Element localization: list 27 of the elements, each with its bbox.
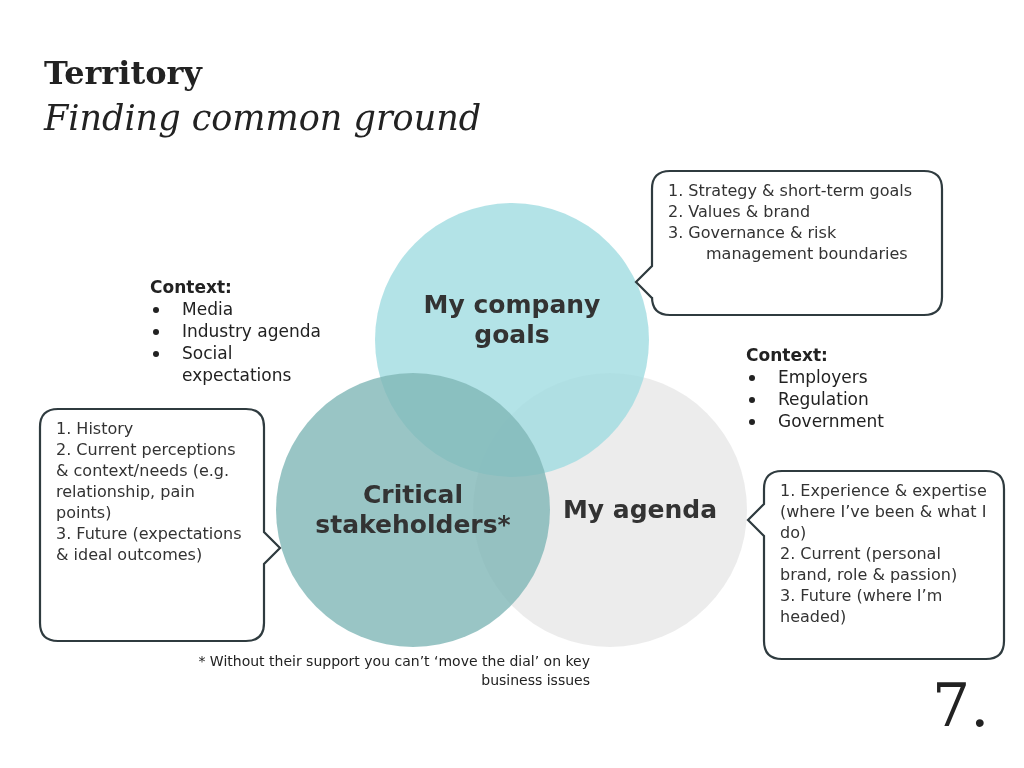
circle-label: My agenda: [561, 495, 719, 525]
list-item: 3. Future (expectations & ideal outcomes): [56, 523, 243, 565]
circle-label: Critical stakeholders*: [314, 480, 512, 540]
bullet-item: Social expectations: [182, 342, 293, 386]
list-item: 2. Current (personal brand, role & passion): [780, 543, 959, 585]
speech-bubble: [636, 170, 942, 316]
bullet-item: Media: [182, 298, 234, 320]
subtitle: Finding common ground: [44, 97, 482, 140]
list-item: 1. History: [56, 418, 135, 439]
list-item: 3. Governance & risk management boundaries: [668, 222, 909, 264]
page-number: 7.: [932, 670, 990, 740]
context-heading: Context:: [746, 344, 828, 366]
list-item: 1. Experience & expertise (where I’ve been & what I do): [780, 480, 988, 543]
list-item: 2. Values & brand: [668, 201, 812, 222]
footnote: * Without their support you can’t ‘move the dial’ on key business issues: [197, 652, 590, 690]
bullet-item: Regulation: [778, 388, 869, 410]
speech-bubble: [748, 470, 1004, 660]
list-item: 1. Strategy & short-term goals: [668, 180, 914, 201]
circle-label: My company goals: [422, 290, 602, 350]
context-heading: Context:: [150, 276, 232, 298]
speech-bubble: [40, 408, 280, 642]
bullet-item: Employers: [778, 366, 868, 388]
list-item: 3. Future (where I’m headed): [780, 585, 944, 627]
bullet-item: Government: [778, 410, 885, 432]
list-item: 2. Current perceptions & context/needs (e.g. relationship, pain points): [56, 439, 237, 523]
slide-title: Territory: [44, 54, 202, 92]
bullet-item: Industry agenda: [182, 320, 321, 342]
